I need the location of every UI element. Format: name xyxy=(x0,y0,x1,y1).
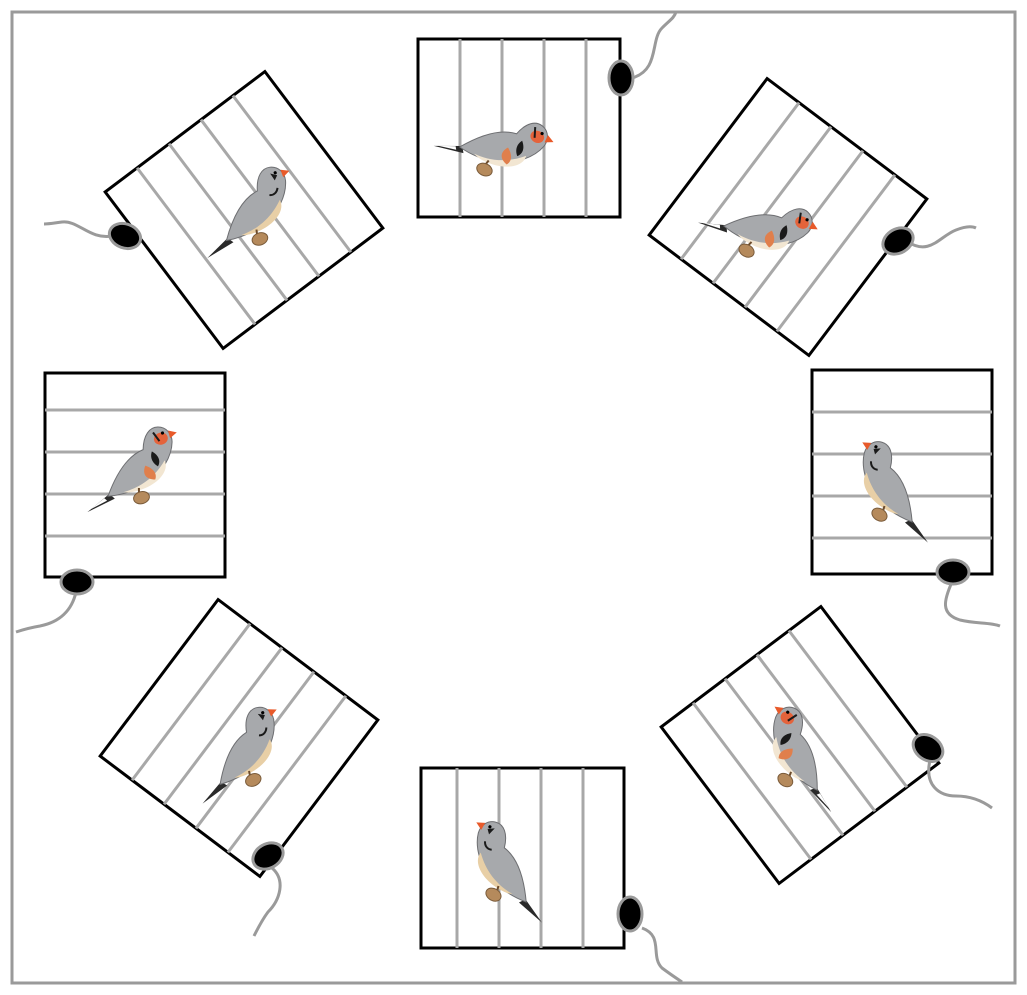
microphone-cable xyxy=(944,581,1001,628)
microphone-cable xyxy=(641,926,683,984)
cage-right xyxy=(810,368,1001,628)
microphone-cable xyxy=(252,866,282,937)
microphone-cable xyxy=(15,591,78,634)
cage-left xyxy=(15,371,227,634)
microphone-icon xyxy=(881,226,915,256)
cage-top xyxy=(416,11,678,219)
microphone-icon xyxy=(251,841,285,871)
microphone-cable xyxy=(907,225,977,249)
microphone-cable xyxy=(43,220,113,238)
microphone-cable xyxy=(927,759,993,810)
cage-bottom xyxy=(419,766,683,984)
microphone-icon xyxy=(616,895,644,933)
microphone-icon xyxy=(59,568,95,596)
microphone-cable xyxy=(631,11,678,80)
microphone-icon xyxy=(911,733,945,763)
microphone-icon xyxy=(607,59,635,97)
microphone-icon xyxy=(107,221,143,251)
microphone-icon xyxy=(935,558,971,586)
